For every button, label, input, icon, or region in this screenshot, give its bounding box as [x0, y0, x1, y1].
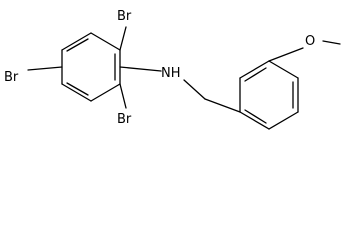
bond-o-ch3 — [322, 40, 341, 45]
atom-label-methoxy-oxygen: O — [305, 34, 315, 49]
bond-ring2-o — [268, 47, 304, 62]
bond-ring2-3 — [268, 60, 299, 79]
bond-ring2-6 — [239, 111, 270, 130]
bond-br-bottom — [119, 83, 127, 109]
bond-ring2-2 — [239, 60, 270, 79]
double-bond-ring1-b — [66, 82, 89, 96]
double-bond-ring2-a — [244, 67, 267, 82]
bond-c-n — [119, 66, 162, 72]
atom-label-br-top: Br — [117, 9, 132, 24]
bond-ch2-ring2 — [204, 98, 241, 113]
double-bond-ring1-c — [66, 38, 89, 52]
bond-ring2-5 — [268, 111, 299, 130]
double-bond-ring2-c — [244, 109, 267, 124]
atom-label-nh: NH — [161, 66, 181, 81]
atom-label-br-left: Br — [4, 70, 19, 85]
bond-n-ch2 — [183, 79, 206, 100]
chemical-structure-diagram: Br Br Br NH O — [4, 9, 341, 130]
atom-label-br-bottom: Br — [117, 112, 132, 127]
bond-ring1-6 — [61, 32, 92, 51]
bonds — [27, 26, 341, 130]
bond-br-left — [27, 66, 63, 71]
structure-canvas: Br Br Br NH O — [4, 9, 341, 130]
atom-labels: Br Br Br NH O — [4, 9, 315, 127]
bond-ring1-4 — [61, 83, 92, 102]
bond-ring1-1 — [90, 32, 121, 51]
bond-br-top — [119, 26, 127, 51]
bond-ring1-3 — [90, 83, 121, 102]
